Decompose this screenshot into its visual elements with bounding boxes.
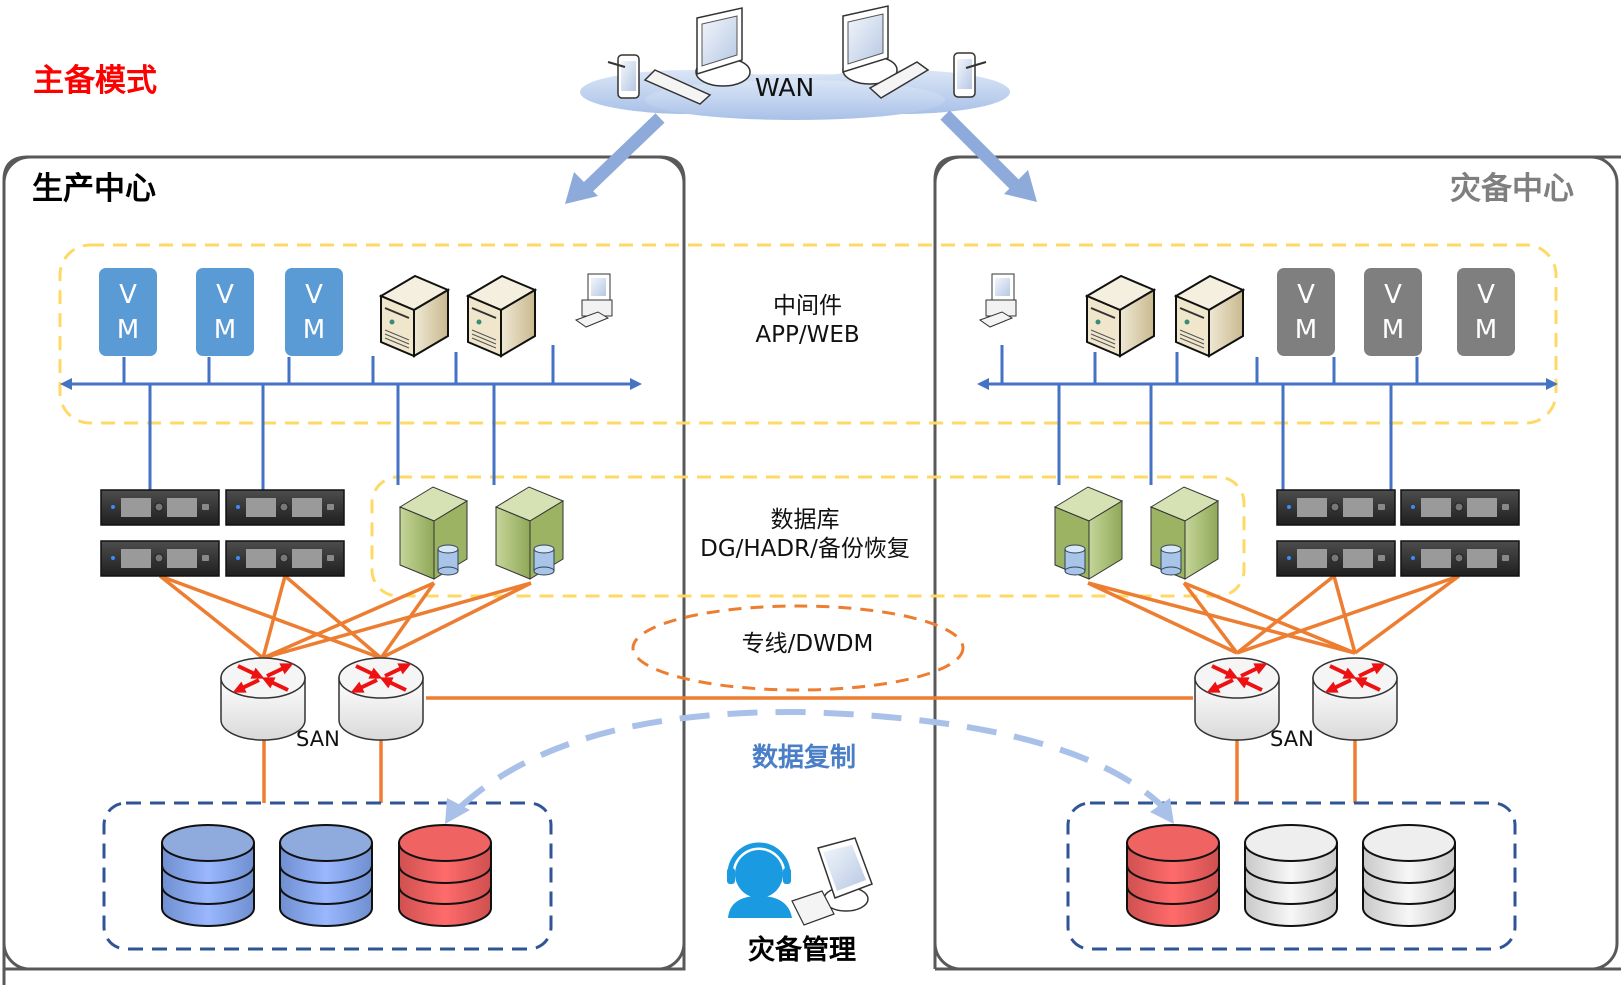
vm-label: M	[214, 315, 236, 345]
rack-server-icon	[225, 540, 345, 577]
operator-icon	[727, 842, 792, 918]
dr-vm-2: VM	[1364, 268, 1422, 356]
wan-arrow-dr	[940, 110, 1037, 202]
middleware-layer-label: 中间件 APP/WEB	[700, 292, 915, 350]
rack-server-icon	[1276, 489, 1396, 526]
tablet-icon	[953, 52, 987, 98]
keyboard-icon	[868, 61, 930, 99]
database-line1: 数据库	[770, 507, 840, 533]
mode-title: 主备模式	[33, 63, 157, 99]
replication-arrow	[452, 708, 1171, 815]
middleware-line1: 中间件	[773, 293, 842, 319]
production-storage-disk-blue	[279, 824, 373, 927]
lan-drops	[122, 345, 1419, 492]
vm-label: M	[1475, 315, 1497, 345]
vm-label: M	[117, 315, 139, 345]
san-switch-icon	[220, 657, 306, 741]
production-storage-disk-blue	[161, 824, 255, 927]
workstation-icon	[574, 273, 613, 328]
dr-storage-disk-gray	[1362, 824, 1456, 927]
production-center-title: 生产中心	[32, 171, 156, 207]
database-layer-label: 数据库 DG/HADR/备份恢复	[680, 506, 930, 564]
monitor-icon	[695, 7, 751, 87]
rack-server-icon	[225, 489, 345, 526]
replication-label: 数据复制	[752, 743, 857, 773]
production-vm-3: VM	[285, 268, 343, 356]
app-server-icon	[1173, 274, 1246, 358]
management-workstation-icon	[791, 837, 873, 926]
production-san-label: SAN	[296, 727, 340, 751]
dr-center-title: 灾备中心	[1450, 171, 1574, 207]
production-vm-1: VM	[99, 268, 157, 356]
san-switch-icon	[1194, 657, 1280, 741]
monitor-icon	[842, 5, 898, 85]
dr-vm-1: VM	[1277, 268, 1335, 356]
san-switch-icon	[338, 657, 424, 741]
rack-server-icon	[1276, 540, 1396, 577]
san-switch-icon	[1312, 657, 1398, 741]
dwdm-link-label: 专线/DWDM	[741, 631, 874, 657]
dr-storage-disk-red	[1126, 824, 1220, 927]
san-links	[158, 574, 1461, 803]
workstation-icon	[978, 273, 1017, 328]
keyboard-icon	[643, 69, 712, 105]
vm-label: M	[1382, 315, 1404, 345]
rack-server-icon	[100, 489, 220, 526]
dr-storage-frame	[1066, 801, 1517, 951]
dr-management-label: 灾备管理	[748, 935, 856, 966]
rack-server-icon	[100, 540, 220, 577]
production-vm-2: VM	[196, 268, 254, 356]
production-storage-disk-red	[398, 824, 492, 927]
app-server-icon	[465, 274, 538, 358]
wan-arrow-production	[565, 113, 665, 204]
rack-server-icon	[1400, 489, 1520, 526]
database-server-icon	[494, 486, 565, 580]
database-server-icon	[1149, 486, 1220, 580]
vm-label: V	[1384, 280, 1402, 310]
production-storage-frame	[102, 801, 553, 951]
vm-label: V	[1477, 280, 1495, 310]
app-server-icon	[378, 274, 451, 358]
middleware-line2: APP/WEB	[755, 322, 860, 348]
vm-label: M	[303, 315, 325, 345]
database-server-icon	[1053, 486, 1124, 580]
database-line2: DG/HADR/备份恢复	[700, 536, 910, 562]
vm-label: V	[1297, 280, 1315, 310]
rack-server-icon	[1400, 540, 1520, 577]
vm-label: V	[305, 280, 323, 310]
vm-label: M	[1295, 315, 1317, 345]
dr-vm-3: VM	[1457, 268, 1515, 356]
app-server-icon	[1084, 274, 1157, 358]
vm-label: V	[119, 280, 137, 310]
database-server-icon	[398, 486, 469, 580]
middleware-layer-frame	[58, 243, 1558, 425]
vm-label: V	[216, 280, 234, 310]
tablet-icon	[607, 54, 640, 99]
wan-label: WAN	[755, 73, 815, 102]
dr-storage-disk-gray	[1244, 824, 1338, 927]
dwdm-link-ellipse	[631, 604, 965, 692]
dr-san-label: SAN	[1270, 727, 1314, 751]
